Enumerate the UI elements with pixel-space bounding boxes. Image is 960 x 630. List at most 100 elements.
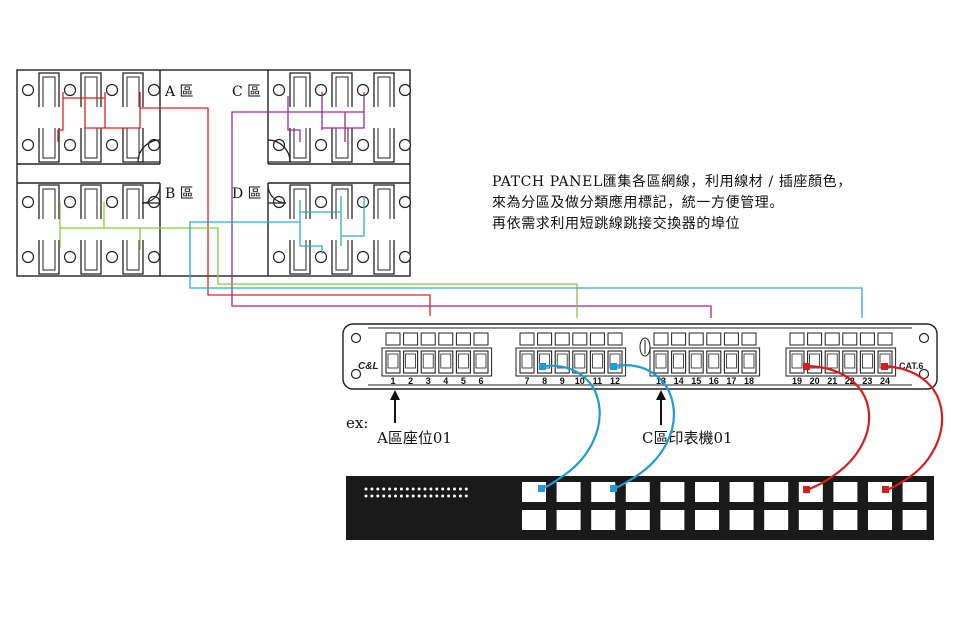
door-arc-icon	[141, 184, 161, 204]
status-led	[364, 494, 368, 498]
switch-port[interactable]	[625, 510, 650, 530]
switch-port[interactable]	[660, 510, 685, 530]
patch-panel-port[interactable]: 6	[473, 332, 489, 386]
chair-icon	[398, 138, 412, 152]
desk	[38, 184, 60, 219]
patch-panel-port[interactable]: 5	[455, 332, 471, 386]
patch-panel-port[interactable]: 21	[824, 332, 840, 386]
switch-port[interactable]	[660, 482, 685, 502]
patch-panel-port[interactable]: 13	[653, 332, 669, 386]
patch-panel-port[interactable]: 10	[572, 332, 588, 386]
status-led	[388, 494, 392, 498]
port-number: 11	[593, 376, 603, 386]
port-number: 7	[524, 376, 529, 386]
chair-icon	[272, 250, 286, 264]
chair-icon	[105, 195, 119, 209]
port-group-frame	[381, 347, 493, 377]
desk	[80, 128, 102, 163]
switch-port[interactable]	[902, 510, 927, 530]
chair-icon	[314, 138, 328, 152]
switch-port[interactable]	[764, 510, 789, 530]
switch-port[interactable]	[625, 482, 650, 502]
status-led	[441, 494, 445, 498]
chair-icon	[272, 83, 286, 97]
port-number: 9	[560, 376, 565, 386]
chair-icon	[272, 138, 286, 152]
chair-icon	[398, 83, 412, 97]
patch-panel-port[interactable]: 12	[607, 332, 623, 386]
status-led	[423, 494, 427, 498]
switch-port[interactable]	[591, 510, 616, 530]
arrow-up-icon	[656, 390, 666, 425]
patch-cord-red-2	[884, 364, 944, 492]
patch-panel-port[interactable]: 3	[420, 332, 436, 386]
chair-icon	[63, 195, 77, 209]
patch-cord-blue-2	[613, 364, 675, 490]
switch-port[interactable]	[902, 482, 927, 502]
chair-icon	[314, 195, 328, 209]
chair-icon	[105, 250, 119, 264]
desk	[80, 240, 102, 275]
switch-port[interactable]	[868, 510, 892, 530]
switch-port[interactable]	[798, 510, 823, 530]
patch-panel-port[interactable]: 7	[519, 332, 535, 386]
panel-screw	[350, 332, 362, 344]
zone-c-label: C 區	[232, 84, 261, 100]
status-led	[453, 487, 456, 491]
switch-port[interactable]	[591, 482, 616, 502]
switch-port[interactable]	[695, 510, 719, 530]
switch-port[interactable]	[556, 482, 581, 502]
patch-panel-port[interactable]: 22	[842, 332, 858, 386]
switch-port[interactable]	[729, 482, 754, 502]
port-number: 17	[726, 376, 736, 386]
desk	[373, 184, 395, 219]
port-number: 23	[862, 376, 872, 386]
switch-port[interactable]	[556, 510, 581, 530]
status-led	[464, 494, 468, 498]
status-led	[394, 487, 397, 491]
patch-panel-port[interactable]: 16	[706, 332, 722, 386]
switch-port[interactable]	[695, 482, 719, 502]
zone-b-label: B 區	[165, 186, 194, 202]
switch-ports	[522, 482, 927, 530]
description-text: PATCH PANEL匯集各區網線，利用線材 / 插座顏色， 來為分區及做分類應…	[492, 172, 852, 235]
chair-icon	[314, 250, 328, 264]
chair-icon	[356, 138, 370, 152]
switch-port[interactable]	[833, 510, 858, 530]
port-number: 14	[674, 376, 684, 386]
switch-port[interactable]	[833, 482, 858, 502]
patch-panel-port[interactable]: 4	[438, 332, 454, 386]
patch-panel-port[interactable]: 11	[589, 332, 605, 386]
switch-port[interactable]	[522, 510, 546, 530]
patch-panel-port[interactable]: 15	[688, 332, 704, 386]
status-led	[364, 487, 368, 491]
switch-port[interactable]	[764, 482, 789, 502]
patch-panel-port[interactable]: 20	[807, 332, 823, 386]
ex-label: ex:	[346, 414, 368, 432]
patch-panel-port[interactable]: 14	[671, 332, 687, 386]
zone-b-wiring	[59, 202, 578, 318]
status-led	[453, 494, 456, 498]
switch-port[interactable]	[729, 510, 754, 530]
patch-panel-port[interactable]: 17	[723, 332, 739, 386]
patch-panel-port[interactable]: 24	[877, 332, 893, 386]
patch-panel-port[interactable]: 23	[859, 332, 875, 386]
desk	[289, 72, 311, 107]
patch-panel-port[interactable]: 1	[385, 332, 401, 386]
desk	[331, 72, 353, 107]
zone-d-wiring	[189, 196, 863, 318]
chair-icon	[356, 83, 370, 97]
desk	[373, 128, 395, 163]
zone-c-wiring	[231, 92, 712, 318]
port-number: 22	[845, 376, 855, 386]
status-led	[370, 494, 374, 498]
zone-a-seat-label: A區座位01	[376, 429, 452, 447]
desk	[331, 184, 353, 219]
description-line: PATCH PANEL匯集各區網線，利用線材 / 插座顏色，	[492, 174, 852, 190]
door-arc-icon	[267, 139, 291, 163]
status-led	[399, 487, 403, 491]
patch-panel-port[interactable]: 18	[741, 332, 757, 386]
patch-panel-port[interactable]: 2	[403, 332, 419, 386]
patch-panel-port[interactable]: 19	[789, 332, 805, 386]
